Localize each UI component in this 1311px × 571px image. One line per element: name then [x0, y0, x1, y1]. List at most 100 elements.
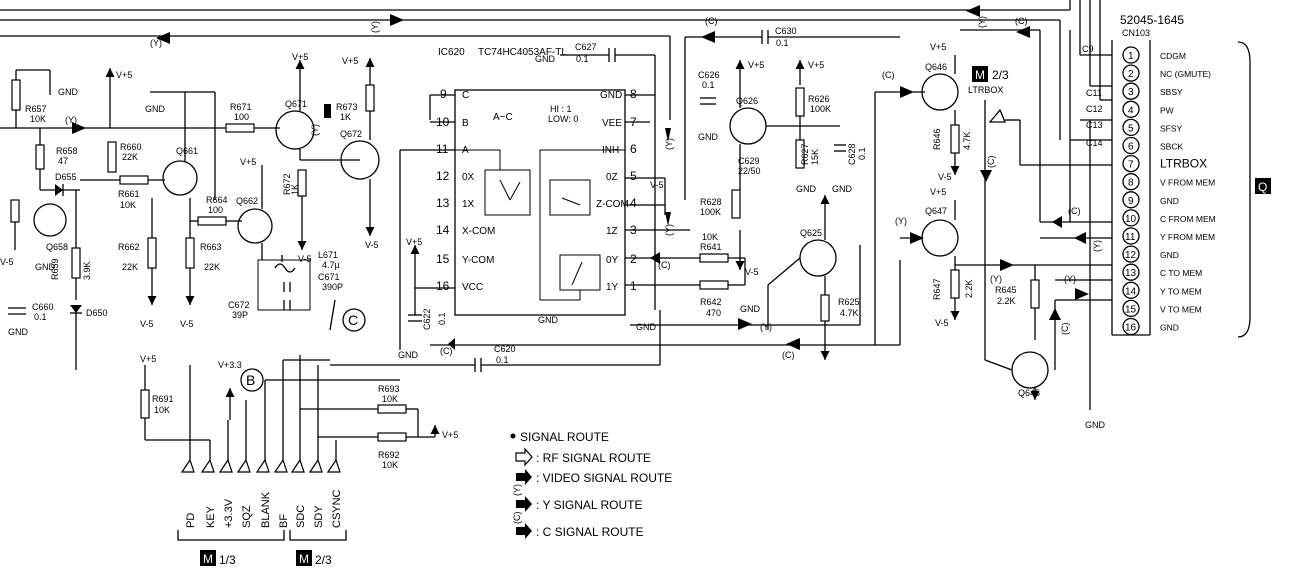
svg-text:V+5: V+5 [930, 187, 946, 197]
svg-text:2: 2 [630, 252, 637, 266]
module-tag-m-2 [296, 550, 312, 566]
svg-text:(C): (C) [658, 260, 671, 270]
legend-rf-icon [515, 447, 533, 467]
pin-label: SBCK [1160, 142, 1183, 152]
transistor-q645 [1011, 351, 1049, 389]
transistor-q625 [799, 239, 837, 277]
svg-text:2.2K: 2.2K [997, 296, 1016, 306]
svg-text:Z-COM: Z-COM [596, 199, 629, 210]
pin-circle [1122, 100, 1140, 118]
svg-text:C630: C630 [775, 26, 797, 36]
pin-number: 7 [1128, 160, 1134, 171]
svg-text:(Y): (Y) [664, 224, 674, 236]
pin-circle [1122, 281, 1140, 299]
pin-label: V FROM MEM [1160, 178, 1215, 188]
pin-label: V TO MEM [1160, 304, 1202, 314]
pin-circle [1122, 173, 1140, 191]
svg-text:C671: C671 [318, 272, 340, 282]
svg-text:: Y SIGNAL ROUTE: : Y SIGNAL ROUTE [536, 498, 642, 512]
svg-text:B: B [462, 118, 469, 129]
svg-text:V+5: V+5 [240, 157, 256, 167]
svg-text:CN103: CN103 [1122, 28, 1150, 38]
pin-number: 15 [1125, 304, 1137, 315]
svg-text:2/3: 2/3 [315, 553, 332, 567]
svg-text:GND: GND [796, 184, 817, 194]
svg-text:C628: C628 [847, 143, 857, 165]
svg-text:GND: GND [832, 184, 853, 194]
svg-text:R691: R691 [152, 394, 174, 404]
svg-text:M: M [975, 68, 985, 82]
svg-text:Q671: Q671 [285, 99, 307, 109]
pin-circle [1122, 82, 1140, 100]
svg-text:R664: R664 [206, 195, 228, 205]
svg-text:C: C [348, 312, 358, 328]
svg-text:R658: R658 [56, 146, 78, 156]
left-section: R657 10K GND (Y) V+5 R658 47 D655 Q658 V… [0, 52, 380, 370]
pin-number: 5 [1128, 123, 1134, 134]
svg-text:C672: C672 [228, 300, 250, 310]
r657 [11, 79, 21, 111]
transistor-q662 [237, 208, 273, 244]
svg-text:0.1: 0.1 [857, 147, 867, 160]
marker-c [342, 308, 366, 332]
svg-text:39P: 39P [232, 310, 248, 320]
svg-text:V+5: V+5 [140, 354, 156, 364]
pin-circle [1122, 191, 1140, 209]
svg-text:R660: R660 [120, 142, 142, 152]
svg-text:C626: C626 [698, 70, 720, 80]
svg-text:52045-1645: 52045-1645 [1120, 13, 1184, 27]
svg-text:Q626: Q626 [736, 96, 758, 106]
bottom-pin-label: BLANK [260, 491, 272, 528]
pin-number: 13 [1125, 268, 1137, 279]
svg-text:0.1: 0.1 [437, 312, 447, 325]
svg-text:R673: R673 [336, 102, 358, 112]
svg-text:R663: R663 [200, 242, 222, 252]
svg-text:Q: Q [1258, 180, 1267, 194]
svg-text:HI : 1: HI : 1 [550, 104, 572, 114]
transistor-q671 [275, 110, 315, 150]
pin-circle [1122, 209, 1140, 227]
pin-number: 10 [1125, 214, 1137, 225]
pin-label: LTRBOX [1160, 157, 1207, 171]
svg-text:22K: 22K [122, 152, 138, 162]
svg-text:R647: R647 [932, 278, 942, 300]
svg-text:100: 100 [208, 205, 223, 215]
svg-text:GND: GND [1085, 420, 1106, 430]
svg-text:10K: 10K [702, 232, 718, 242]
svg-text:C11: C11 [1086, 88, 1102, 98]
pin-number: 3 [1128, 87, 1134, 98]
svg-text:GND: GND [535, 54, 556, 64]
svg-text:R646: R646 [932, 128, 942, 150]
bottom-pin-6: SDC [290, 458, 307, 528]
svg-text:C622: C622 [422, 308, 432, 330]
svg-text:V+3.3: V+3.3 [218, 360, 242, 370]
svg-text:2.2K: 2.2K [964, 279, 974, 298]
transistor-q661 [162, 160, 198, 196]
svg-text:10K: 10K [30, 114, 46, 124]
svg-text:(Y): (Y) [895, 216, 907, 226]
pin-label: SBSY [1160, 87, 1183, 97]
svg-text:100: 100 [234, 112, 249, 122]
ic620: IC620 TC74HC4053AF-TL A~C HI : 1 LOW: 0 … [398, 47, 700, 360]
pin-terminal [326, 458, 341, 473]
svg-text:9: 9 [440, 87, 447, 101]
svg-text:(C): (C) [1068, 206, 1081, 216]
svg-text:8: 8 [630, 87, 637, 101]
pin-number: 4 [1128, 105, 1134, 116]
svg-text:GND: GND [35, 262, 56, 272]
svg-text:Q625: Q625 [800, 228, 822, 238]
svg-text:(C): (C) [512, 512, 522, 525]
svg-text:(Y): (Y) [977, 16, 987, 28]
svg-text:C14: C14 [1086, 138, 1103, 148]
pin-circle [1122, 317, 1140, 336]
transistor-q646 [921, 73, 959, 111]
svg-text:R627: R627 [800, 143, 810, 165]
